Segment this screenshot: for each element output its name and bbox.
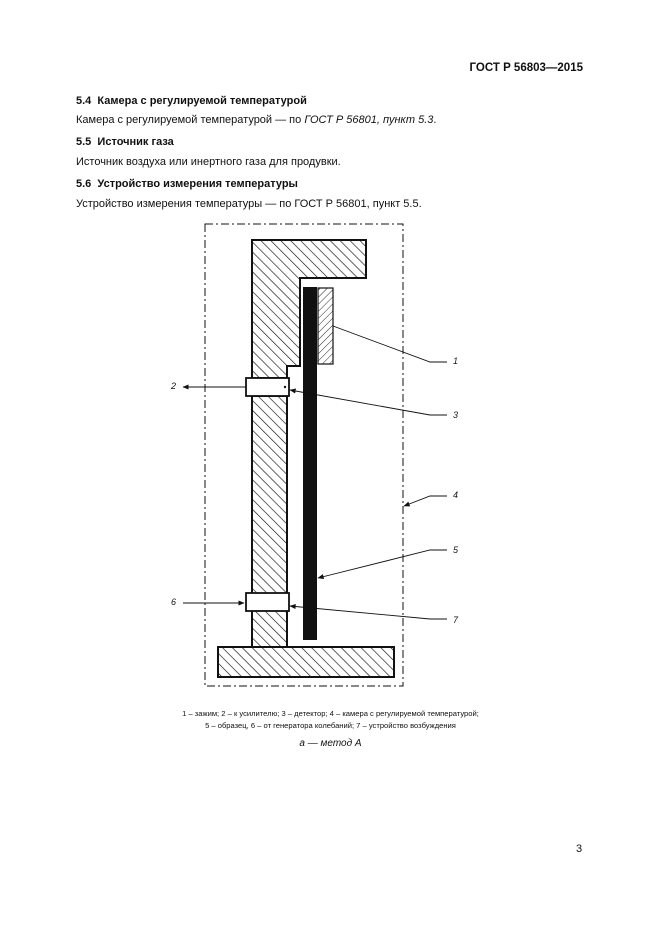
leader-line-5 (317, 549, 447, 580)
frame-column (251, 395, 288, 595)
text-plain: Камера с регулируемой температурой — по (76, 114, 305, 126)
standard-id: ГОСТ Р 56803—2015 (469, 62, 583, 74)
chamber-boundary (204, 223, 404, 687)
section-number: 5.6 (76, 178, 92, 190)
section-text-5-6: Устройство измерения температуры — по ГО… (76, 198, 422, 210)
leader-line-3 (289, 388, 447, 416)
text-reference: ГОСТ Р 56801, пункт 5.3 (304, 114, 434, 126)
leader-line-1 (332, 325, 447, 363)
section-number: 5.4 (76, 95, 92, 107)
label-2: 2 (170, 381, 176, 391)
detector-block (245, 377, 290, 397)
figure-legend-line-1: 1 – зажим; 2 – к усилителю; 3 – детектор… (182, 709, 479, 718)
section-heading-5-5: 5.5 Источник газа (76, 136, 174, 148)
sample-bar (303, 287, 317, 640)
leader-line-7 (289, 604, 447, 620)
section-title: Камера с регулируемой температурой (97, 95, 307, 107)
section-number: 5.5 (76, 136, 92, 148)
section-text-5-5: Источник воздуха или инертного газа для … (76, 156, 341, 168)
label-1: 1 (453, 356, 458, 366)
figure-legend-line-2: 5 – образец, 6 – от генератора колебаний… (205, 721, 456, 730)
frame-base (217, 646, 395, 678)
section-title: Устройство измерения температуры (97, 178, 298, 190)
label-6: 6 (171, 597, 176, 607)
exciter-block (245, 592, 290, 612)
label-5: 5 (453, 545, 459, 555)
figure-caption: а — метод А (299, 738, 362, 749)
label-4: 4 (453, 490, 458, 500)
leader-line-4 (403, 495, 447, 507)
section-heading-5-4: 5.4 Камера с регулируемой температурой (76, 95, 307, 107)
page-number: 3 (576, 843, 583, 855)
text-end: . (433, 114, 437, 126)
detector-dot (283, 385, 287, 389)
frame-column-lower (252, 611, 287, 647)
clamp-jaw (317, 287, 334, 365)
section-title: Источник газа (97, 136, 174, 148)
label-3: 3 (453, 410, 458, 420)
label-7: 7 (453, 615, 459, 625)
section-heading-5-6: 5.6 Устройство измерения температуры (76, 178, 298, 190)
section-text-5-4: Камера с регулируемой температурой — по … (76, 114, 436, 126)
